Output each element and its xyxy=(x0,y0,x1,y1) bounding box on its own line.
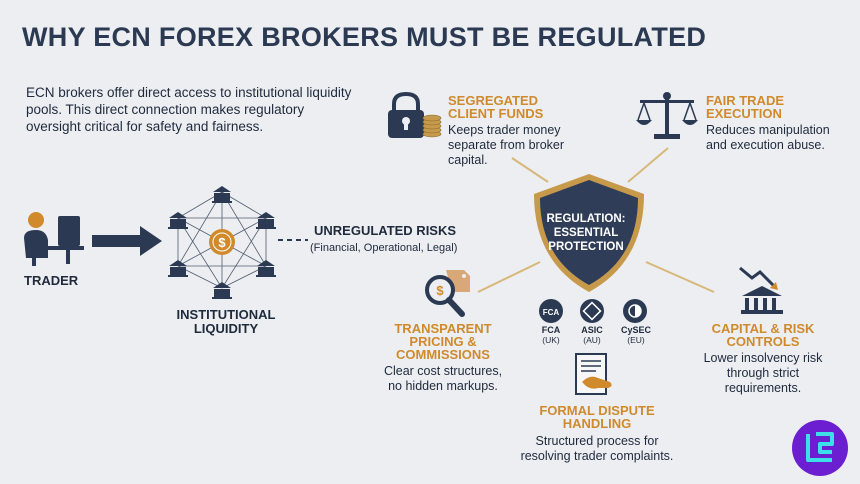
regulation-label: REGULATION: ESSENTIAL PROTECTION xyxy=(538,212,634,254)
fair-desc2: and execution abuse. xyxy=(706,138,825,152)
transparent-title1: TRANSPARENT xyxy=(394,321,492,336)
regulator-cysec: CySEC (EU) xyxy=(616,325,656,345)
risks-title: UNREGULATED RISKS xyxy=(314,223,457,238)
transparent-title3: COMMISSIONS xyxy=(396,347,490,362)
transparent-title2: PRICING & xyxy=(409,334,477,349)
capital-title2: CONTROLS xyxy=(726,334,800,349)
regulator-cysec-name: CySEC xyxy=(620,325,651,335)
dispute-title2: HANDLING xyxy=(562,416,632,431)
segregated-desc2: separate from broker xyxy=(448,138,565,152)
regulation-line3: PROTECTION xyxy=(548,241,624,253)
brand-logo-mark-icon xyxy=(806,432,834,462)
capital-desc3: requirements. xyxy=(724,381,802,395)
regulator-asic: ASIC (AU) xyxy=(575,325,609,345)
segregated-title1: SEGREGATED xyxy=(448,93,539,108)
capital-desc1: Lower insolvency risk xyxy=(703,351,823,365)
svg-text:$: $ xyxy=(218,235,226,250)
liquidity-label-line1: INSTITUTIONAL xyxy=(176,307,276,322)
regulator-asic-region: (AU) xyxy=(583,335,601,345)
trader-icon xyxy=(24,212,84,266)
fair-desc1: Reduces manipulation xyxy=(706,123,830,137)
segregated-desc3: capital. xyxy=(448,153,488,167)
transparent-desc2: no hidden markups. xyxy=(388,379,498,393)
regulator-fca-name: FCA xyxy=(541,325,561,335)
benefit-transparent: TRANSPARENT PRICING & COMMISSIONS Clear … xyxy=(380,322,506,394)
shield-icon xyxy=(534,174,644,292)
fair-title1: FAIR TRADE xyxy=(706,93,784,108)
dispute-title1: FORMAL DISPUTE xyxy=(539,403,655,418)
liquidity-label: INSTITUTIONAL LIQUIDITY xyxy=(166,308,286,336)
benefit-segregated: SEGREGATED CLIENT FUNDS Keeps trader mon… xyxy=(448,94,564,168)
price-tag-magnifier-icon: $ xyxy=(425,270,470,317)
liquidity-network-icon: $ xyxy=(168,186,276,299)
benefit-capital: CAPITAL & RISK CONTROLS Lower insolvency… xyxy=(696,322,830,396)
regulation-line1: REGULATION: xyxy=(546,213,626,225)
segregated-desc1: Keeps trader money xyxy=(448,123,561,137)
transparent-desc1: Clear cost structures, xyxy=(383,364,503,378)
arrow-right-icon xyxy=(92,226,162,256)
regulator-asic-name: ASIC xyxy=(581,325,603,335)
regulator-fca-region: (UK) xyxy=(542,335,560,345)
brand-logo xyxy=(792,420,848,476)
risks-subtitle: (Financial, Operational, Legal) xyxy=(310,242,458,254)
regulator-fca: FCA (UK) xyxy=(534,325,568,345)
liquidity-label-line2: LIQUIDITY xyxy=(193,321,259,336)
regulator-logos: FCA xyxy=(539,299,647,323)
benefit-dispute: FORMAL DISPUTE HANDLING Structured proce… xyxy=(504,404,690,464)
lock-coins-icon xyxy=(388,91,442,138)
bank-decline-icon xyxy=(739,266,783,314)
dispute-desc2: resolving trader complaints. xyxy=(520,449,674,463)
regulation-line2: ESSENTIAL xyxy=(553,227,619,239)
trader-label: TRADER xyxy=(24,273,79,288)
intro-text: ECN brokers offer direct access to insti… xyxy=(26,85,352,134)
page-title: WHY ECN FOREX BROKERS MUST BE REGULATED xyxy=(22,22,707,52)
regulator-cysec-region: (EU) xyxy=(627,335,645,345)
scales-icon xyxy=(636,92,698,139)
handshake-document-icon xyxy=(575,353,612,395)
segregated-title2: CLIENT FUNDS xyxy=(448,106,544,121)
svg-text:$: $ xyxy=(436,283,444,298)
dispute-desc1: Structured process for xyxy=(535,434,659,448)
capital-desc2: through strict xyxy=(726,366,800,380)
fair-title2: EXECUTION xyxy=(706,106,782,121)
capital-title1: CAPITAL & RISK xyxy=(711,321,815,336)
svg-text:FCA: FCA xyxy=(543,308,560,317)
benefit-fair-trade: FAIR TRADE EXECUTION Reduces manipulatio… xyxy=(706,94,830,153)
